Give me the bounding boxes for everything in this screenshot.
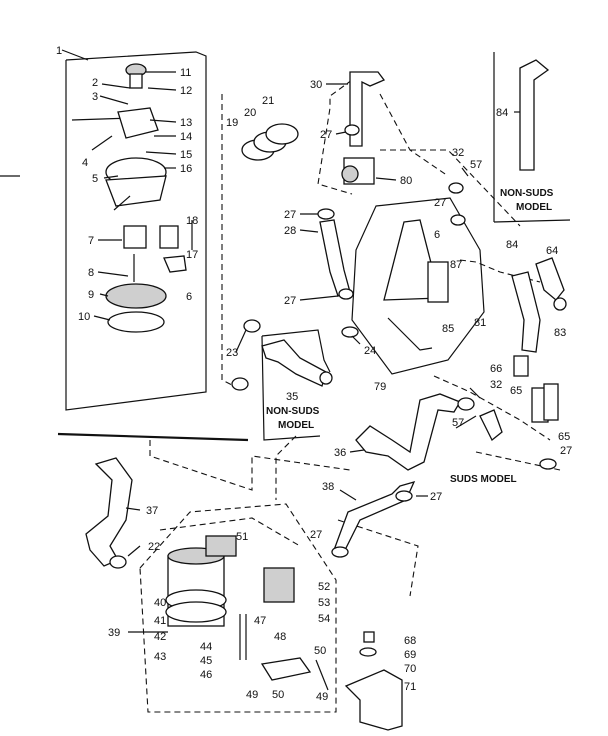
callout-11: 11 <box>180 67 191 79</box>
callout-47: 47 <box>254 615 266 627</box>
callout-27g: 27 <box>310 529 322 541</box>
non-suds-top-line2: MODEL <box>516 202 552 213</box>
callout-8: 8 <box>88 267 94 279</box>
callout-87: 87 <box>450 259 462 271</box>
callout-54: 54 <box>318 613 330 625</box>
callout-66: 66 <box>490 363 502 375</box>
callout-83: 83 <box>554 327 566 339</box>
callout-50b: 50 <box>272 689 284 701</box>
callout-57b: 57 <box>452 417 464 429</box>
callout-6: 6 <box>186 291 192 303</box>
callout-44: 44 <box>200 641 212 653</box>
suds-model: SUDS MODEL <box>450 474 517 485</box>
callout-84b: 84 <box>506 239 518 251</box>
callout-32a: 32 <box>452 147 464 159</box>
callout-68: 68 <box>404 635 416 647</box>
callout-27f: 27 <box>430 491 442 503</box>
callout-27d: 27 <box>434 197 446 209</box>
callout-69: 69 <box>404 649 416 661</box>
callout-22: 22 <box>148 541 160 553</box>
callout-12: 12 <box>180 85 192 97</box>
callout-45: 45 <box>200 655 212 667</box>
callout-49a: 49 <box>246 689 258 701</box>
callout-50a: 50 <box>314 645 326 657</box>
callout-65b: 65 <box>558 431 570 443</box>
callout-5: 5 <box>92 173 98 185</box>
callout-24: 24 <box>364 345 376 357</box>
callout-19: 19 <box>226 117 238 129</box>
callout-43: 43 <box>154 651 166 663</box>
callout-80: 80 <box>400 175 412 187</box>
callout-2: 2 <box>92 77 98 89</box>
non-suds-top-line1: NON-SUDS <box>500 188 554 199</box>
callout-21: 21 <box>262 95 274 107</box>
callout-4: 4 <box>82 157 88 169</box>
callout-71: 71 <box>404 681 416 693</box>
callout-16: 16 <box>180 163 192 175</box>
leader-lines <box>61 49 520 633</box>
callout-42: 42 <box>154 631 166 643</box>
callout-labels: 1 2 3 4 5 7 8 9 10 11 12 13 14 15 16 18 … <box>56 45 572 703</box>
callout-36: 36 <box>334 447 346 459</box>
boundary-lines <box>0 51 571 713</box>
callout-9: 9 <box>88 289 94 301</box>
callout-85: 85 <box>442 323 454 335</box>
callout-18: 18 <box>186 215 198 227</box>
callout-79: 79 <box>374 381 386 393</box>
callout-35: 35 <box>286 391 298 403</box>
callout-41: 41 <box>154 615 166 627</box>
callout-52: 52 <box>318 581 330 593</box>
callout-40: 40 <box>154 597 166 609</box>
callout-39: 39 <box>108 627 120 639</box>
callout-84a: 84 <box>496 107 508 119</box>
callout-17: 17 <box>186 249 198 261</box>
callout-48: 48 <box>274 631 286 643</box>
non-suds-mid-line1: NON-SUDS <box>266 406 320 417</box>
callout-10: 10 <box>78 311 90 323</box>
non-suds-mid-line2: MODEL <box>278 420 314 431</box>
callout-30: 30 <box>310 79 322 91</box>
callout-49b: 49 <box>316 691 328 703</box>
callout-7: 7 <box>88 235 94 247</box>
callout-28: 28 <box>284 225 296 237</box>
callout-53: 53 <box>318 597 330 609</box>
callout-46: 46 <box>200 669 212 681</box>
callout-1: 1 <box>56 45 62 57</box>
callout-81: 81 <box>474 317 486 329</box>
callout-65a: 65 <box>510 385 522 397</box>
callout-3: 3 <box>92 91 98 103</box>
callout-15: 15 <box>180 149 192 161</box>
callout-20: 20 <box>244 107 256 119</box>
callout-14: 14 <box>180 131 192 143</box>
callout-70: 70 <box>404 663 416 675</box>
callout-23: 23 <box>226 347 238 359</box>
part-drawings <box>71 59 567 731</box>
callout-27b: 27 <box>284 209 296 221</box>
callout-51: 51 <box>236 531 248 543</box>
callout-6b: 6 <box>434 229 440 241</box>
callout-13: 13 <box>180 117 192 129</box>
callout-27e: 27 <box>560 445 572 457</box>
callout-27c: 27 <box>284 295 296 307</box>
callout-64: 64 <box>546 245 558 257</box>
callout-32b: 32 <box>490 379 502 391</box>
callout-37: 37 <box>146 505 158 517</box>
callout-27a: 27 <box>320 129 332 141</box>
callout-38: 38 <box>322 481 334 493</box>
callout-57a: 57 <box>470 159 482 171</box>
